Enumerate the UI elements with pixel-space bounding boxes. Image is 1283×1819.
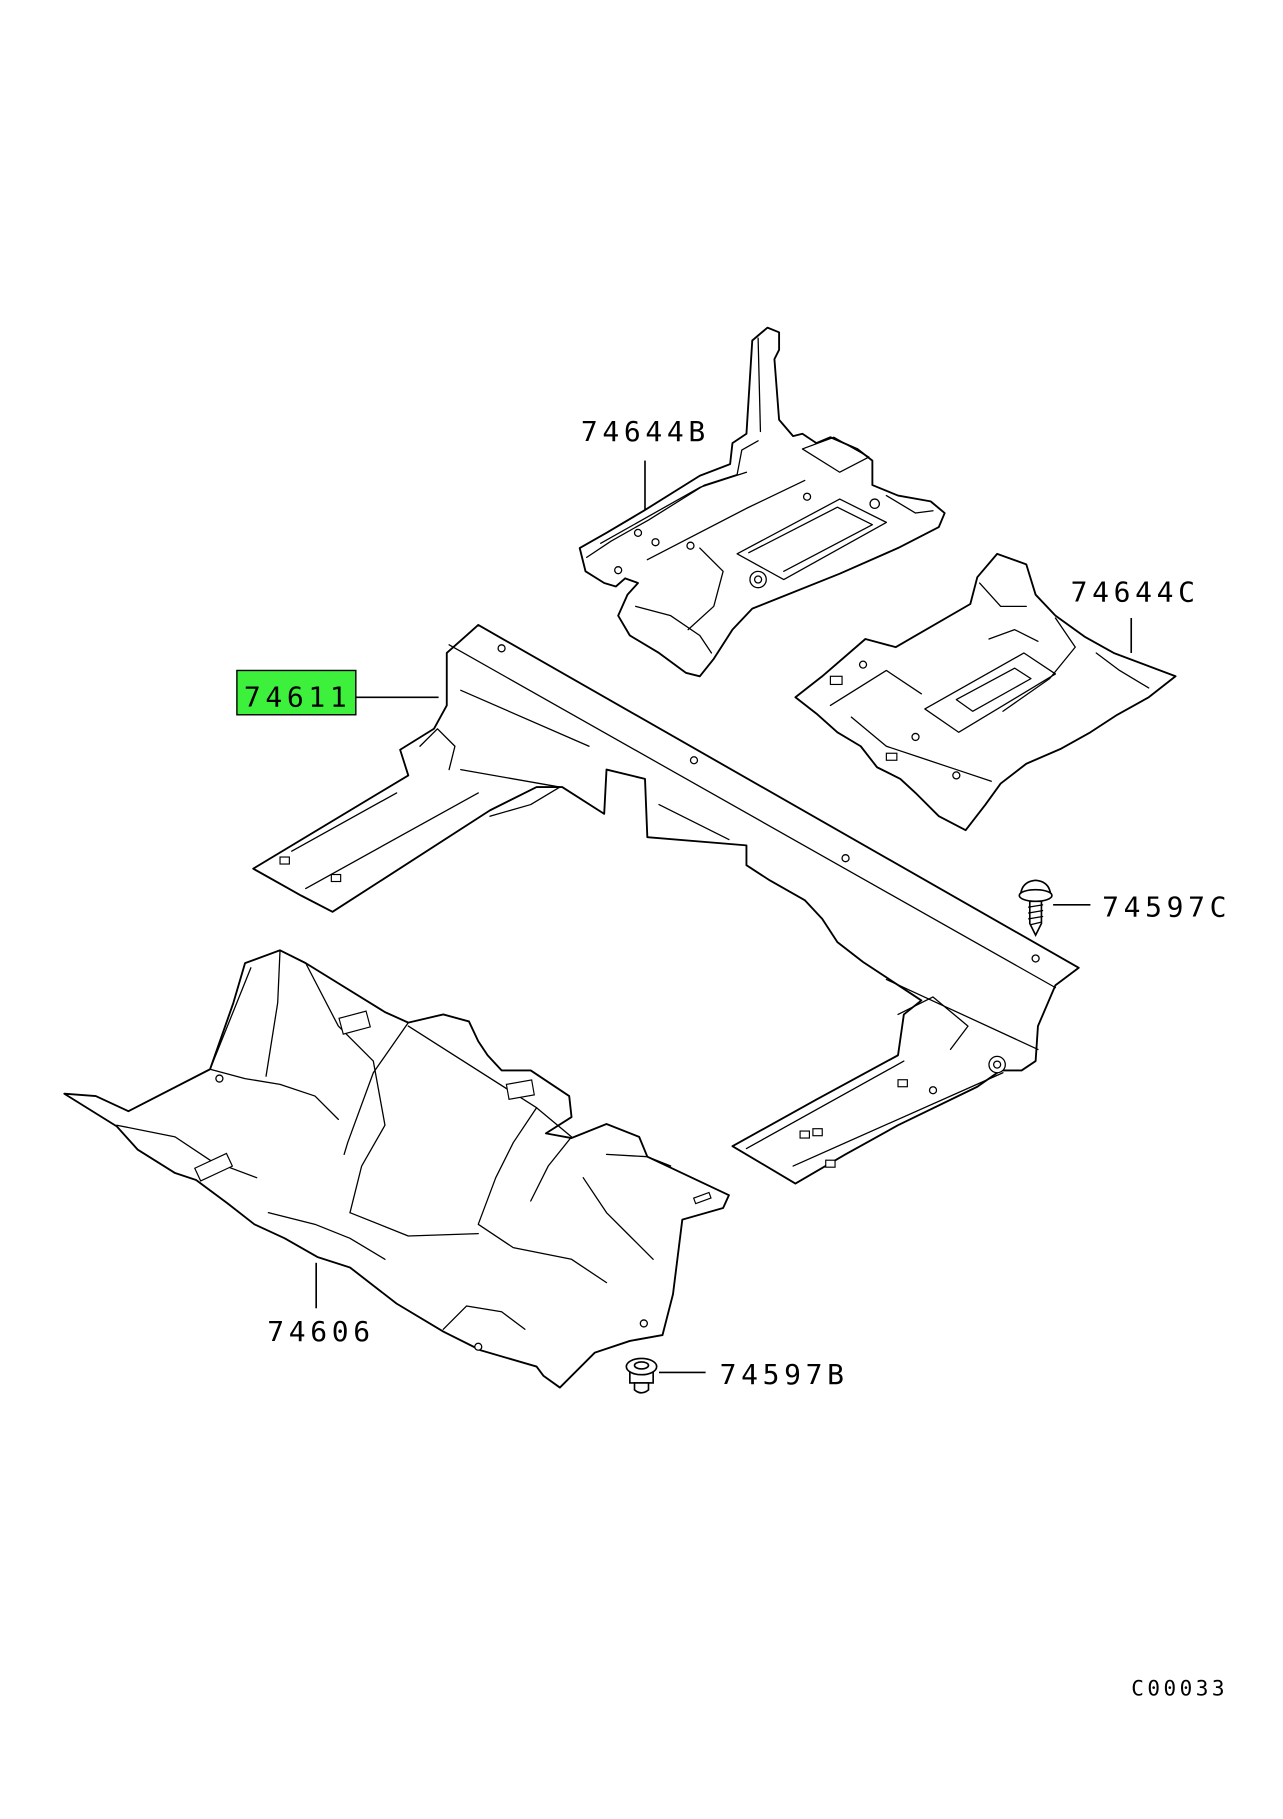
callout-74644B[interactable]: 74644B [581, 415, 710, 510]
callout-74597B[interactable]: 74597B [658, 1358, 849, 1391]
screw-74597C-drawing [1018, 879, 1053, 937]
part-number-label[interactable]: 74611 [244, 681, 352, 714]
mat-74644C-drawing [794, 552, 1177, 832]
part-number-label[interactable]: 74597C [1102, 890, 1231, 923]
callout-74644C[interactable]: 74644C [1071, 576, 1200, 653]
callout-74597C[interactable]: 74597C [1053, 890, 1231, 923]
mat-74644B-drawing [578, 326, 946, 678]
callout-74606[interactable]: 74606 [267, 1262, 375, 1348]
part-number-label[interactable]: 74644B [581, 415, 710, 448]
figure-code: C00033 [1131, 1676, 1228, 1700]
highlight-box[interactable] [236, 669, 357, 716]
part-number-label[interactable]: 74644C [1071, 576, 1200, 609]
carpet-74611-drawing [252, 624, 1080, 1185]
clip-74597B-drawing [625, 1357, 658, 1394]
part-number-label[interactable]: 74597B [720, 1358, 849, 1391]
callout-74611-highlighted[interactable]: 74611 [236, 669, 439, 716]
part-number-label[interactable]: 74606 [267, 1315, 375, 1348]
carpet-74606-drawing [63, 949, 730, 1389]
